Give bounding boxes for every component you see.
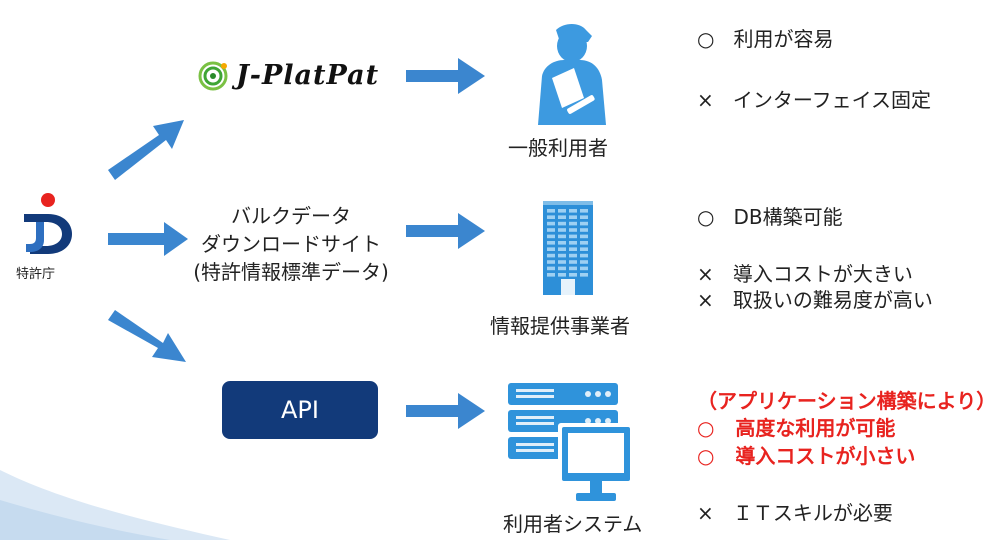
building-window	[580, 266, 588, 271]
building-window	[580, 253, 588, 258]
building-window	[580, 228, 588, 232]
building-window	[547, 241, 555, 245]
general-point-1: ○ 利用が容易	[697, 23, 834, 52]
system-note: （アプリケーション構築により）	[697, 389, 989, 413]
building-window	[558, 241, 566, 245]
building-window	[558, 260, 566, 264]
general-user-label: 一般利用者	[508, 136, 608, 160]
arrow-bulk-to-provider	[406, 213, 485, 249]
building-window	[580, 241, 588, 245]
arrow-to-bulk	[108, 222, 188, 256]
arrow-jplatpat-to-general	[406, 58, 485, 94]
building-window	[569, 253, 577, 258]
building-window	[569, 273, 577, 277]
building-window	[558, 209, 566, 213]
general-point-2: × インターフェイス固定	[697, 84, 931, 113]
general-mark-2: ×	[697, 88, 714, 112]
general-text-2: インターフェイス固定	[732, 88, 932, 112]
building-window	[569, 234, 577, 239]
bulk-line-3: (特許情報標準データ)	[193, 260, 389, 284]
jplatpat-swirl-icon	[198, 61, 228, 90]
system-text-2: 導入コストが小さい	[735, 444, 916, 468]
building-window	[547, 247, 555, 251]
building-window	[547, 260, 555, 264]
general-user-icon	[522, 20, 612, 129]
building-window	[558, 266, 566, 271]
building-window	[558, 253, 566, 258]
building-window	[547, 209, 555, 213]
building-window	[558, 247, 566, 251]
provider-mark-3: ×	[697, 288, 714, 312]
building-window	[569, 260, 577, 264]
system-mark-2: ○	[697, 444, 715, 468]
general-text-1: 利用が容易	[733, 27, 834, 51]
building-window	[558, 228, 566, 232]
jpo-emblem-icon	[24, 193, 72, 254]
building-window	[569, 266, 577, 271]
bulk-download-site: バルクデータ ダウンロードサイト (特許情報標準データ)	[184, 202, 398, 286]
provider-point-2: × 導入コストが大きい	[697, 258, 913, 287]
arrow-to-api	[108, 310, 186, 362]
building-window	[547, 215, 555, 219]
building-window	[580, 215, 588, 219]
system-point-1: ○ 高度な利用が可能	[697, 412, 895, 441]
provider-building-icon	[541, 197, 595, 299]
provider-text-2: 導入コストが大きい	[732, 262, 913, 286]
source-label: 特許庁	[16, 267, 56, 282]
building-window	[569, 228, 577, 232]
building-window	[569, 209, 577, 213]
arrow-api-to-system	[406, 393, 485, 429]
system-point-2: ○ 導入コストが小さい	[697, 440, 915, 469]
building-window	[558, 221, 566, 226]
arrow-to-jplatpat	[108, 120, 184, 180]
api-label: API	[281, 396, 319, 424]
user-system-label: 利用者システム	[503, 512, 643, 536]
system-text-1: 高度な利用が可能	[735, 416, 896, 440]
building-window	[547, 234, 555, 239]
jpo-logo	[18, 192, 74, 258]
building-window	[547, 266, 555, 271]
building-window	[580, 221, 588, 226]
system-point-3: × ＩＴスキルが必要	[697, 497, 893, 526]
building-window	[558, 215, 566, 219]
building-window	[547, 273, 555, 277]
system-mark-1: ○	[697, 416, 715, 440]
server-monitor-icon	[508, 383, 634, 501]
building-window	[580, 273, 588, 277]
system-text-3: ＩＴスキルが必要	[732, 501, 893, 525]
building-window	[580, 234, 588, 239]
building-window	[569, 247, 577, 251]
provider-point-1: ○ DB構築可能	[697, 201, 843, 230]
provider-text-1: DB構築可能	[733, 205, 843, 229]
provider-mark-1: ○	[697, 205, 715, 229]
building-window	[547, 228, 555, 232]
building-window	[569, 241, 577, 245]
building-window	[547, 253, 555, 258]
building-icon	[543, 201, 593, 295]
provider-point-3: × 取扱いの難易度が高い	[697, 284, 933, 313]
jplatpat-logo-text: J-PlatPat	[236, 60, 380, 91]
jplatpat-logo[interactable]: J-PlatPat	[198, 60, 379, 91]
building-window	[547, 221, 555, 226]
building-window	[580, 209, 588, 213]
person-with-tablet-icon	[538, 24, 606, 125]
bulk-line-1: バルクデータ	[231, 204, 351, 228]
provider-label: 情報提供事業者	[490, 314, 630, 338]
building-window	[569, 221, 577, 226]
provider-text-3: 取扱いの難易度が高い	[732, 288, 933, 312]
bulk-line-2: ダウンロードサイト	[201, 232, 381, 256]
api-button[interactable]: API	[222, 381, 378, 439]
general-mark-1: ○	[697, 27, 715, 51]
system-mark-3: ×	[697, 501, 714, 525]
building-window	[558, 234, 566, 239]
provider-mark-2: ×	[697, 262, 714, 286]
building-window	[558, 273, 566, 277]
building-window	[580, 260, 588, 264]
user-system-icon	[508, 383, 636, 509]
building-window	[569, 215, 577, 219]
building-window	[580, 247, 588, 251]
